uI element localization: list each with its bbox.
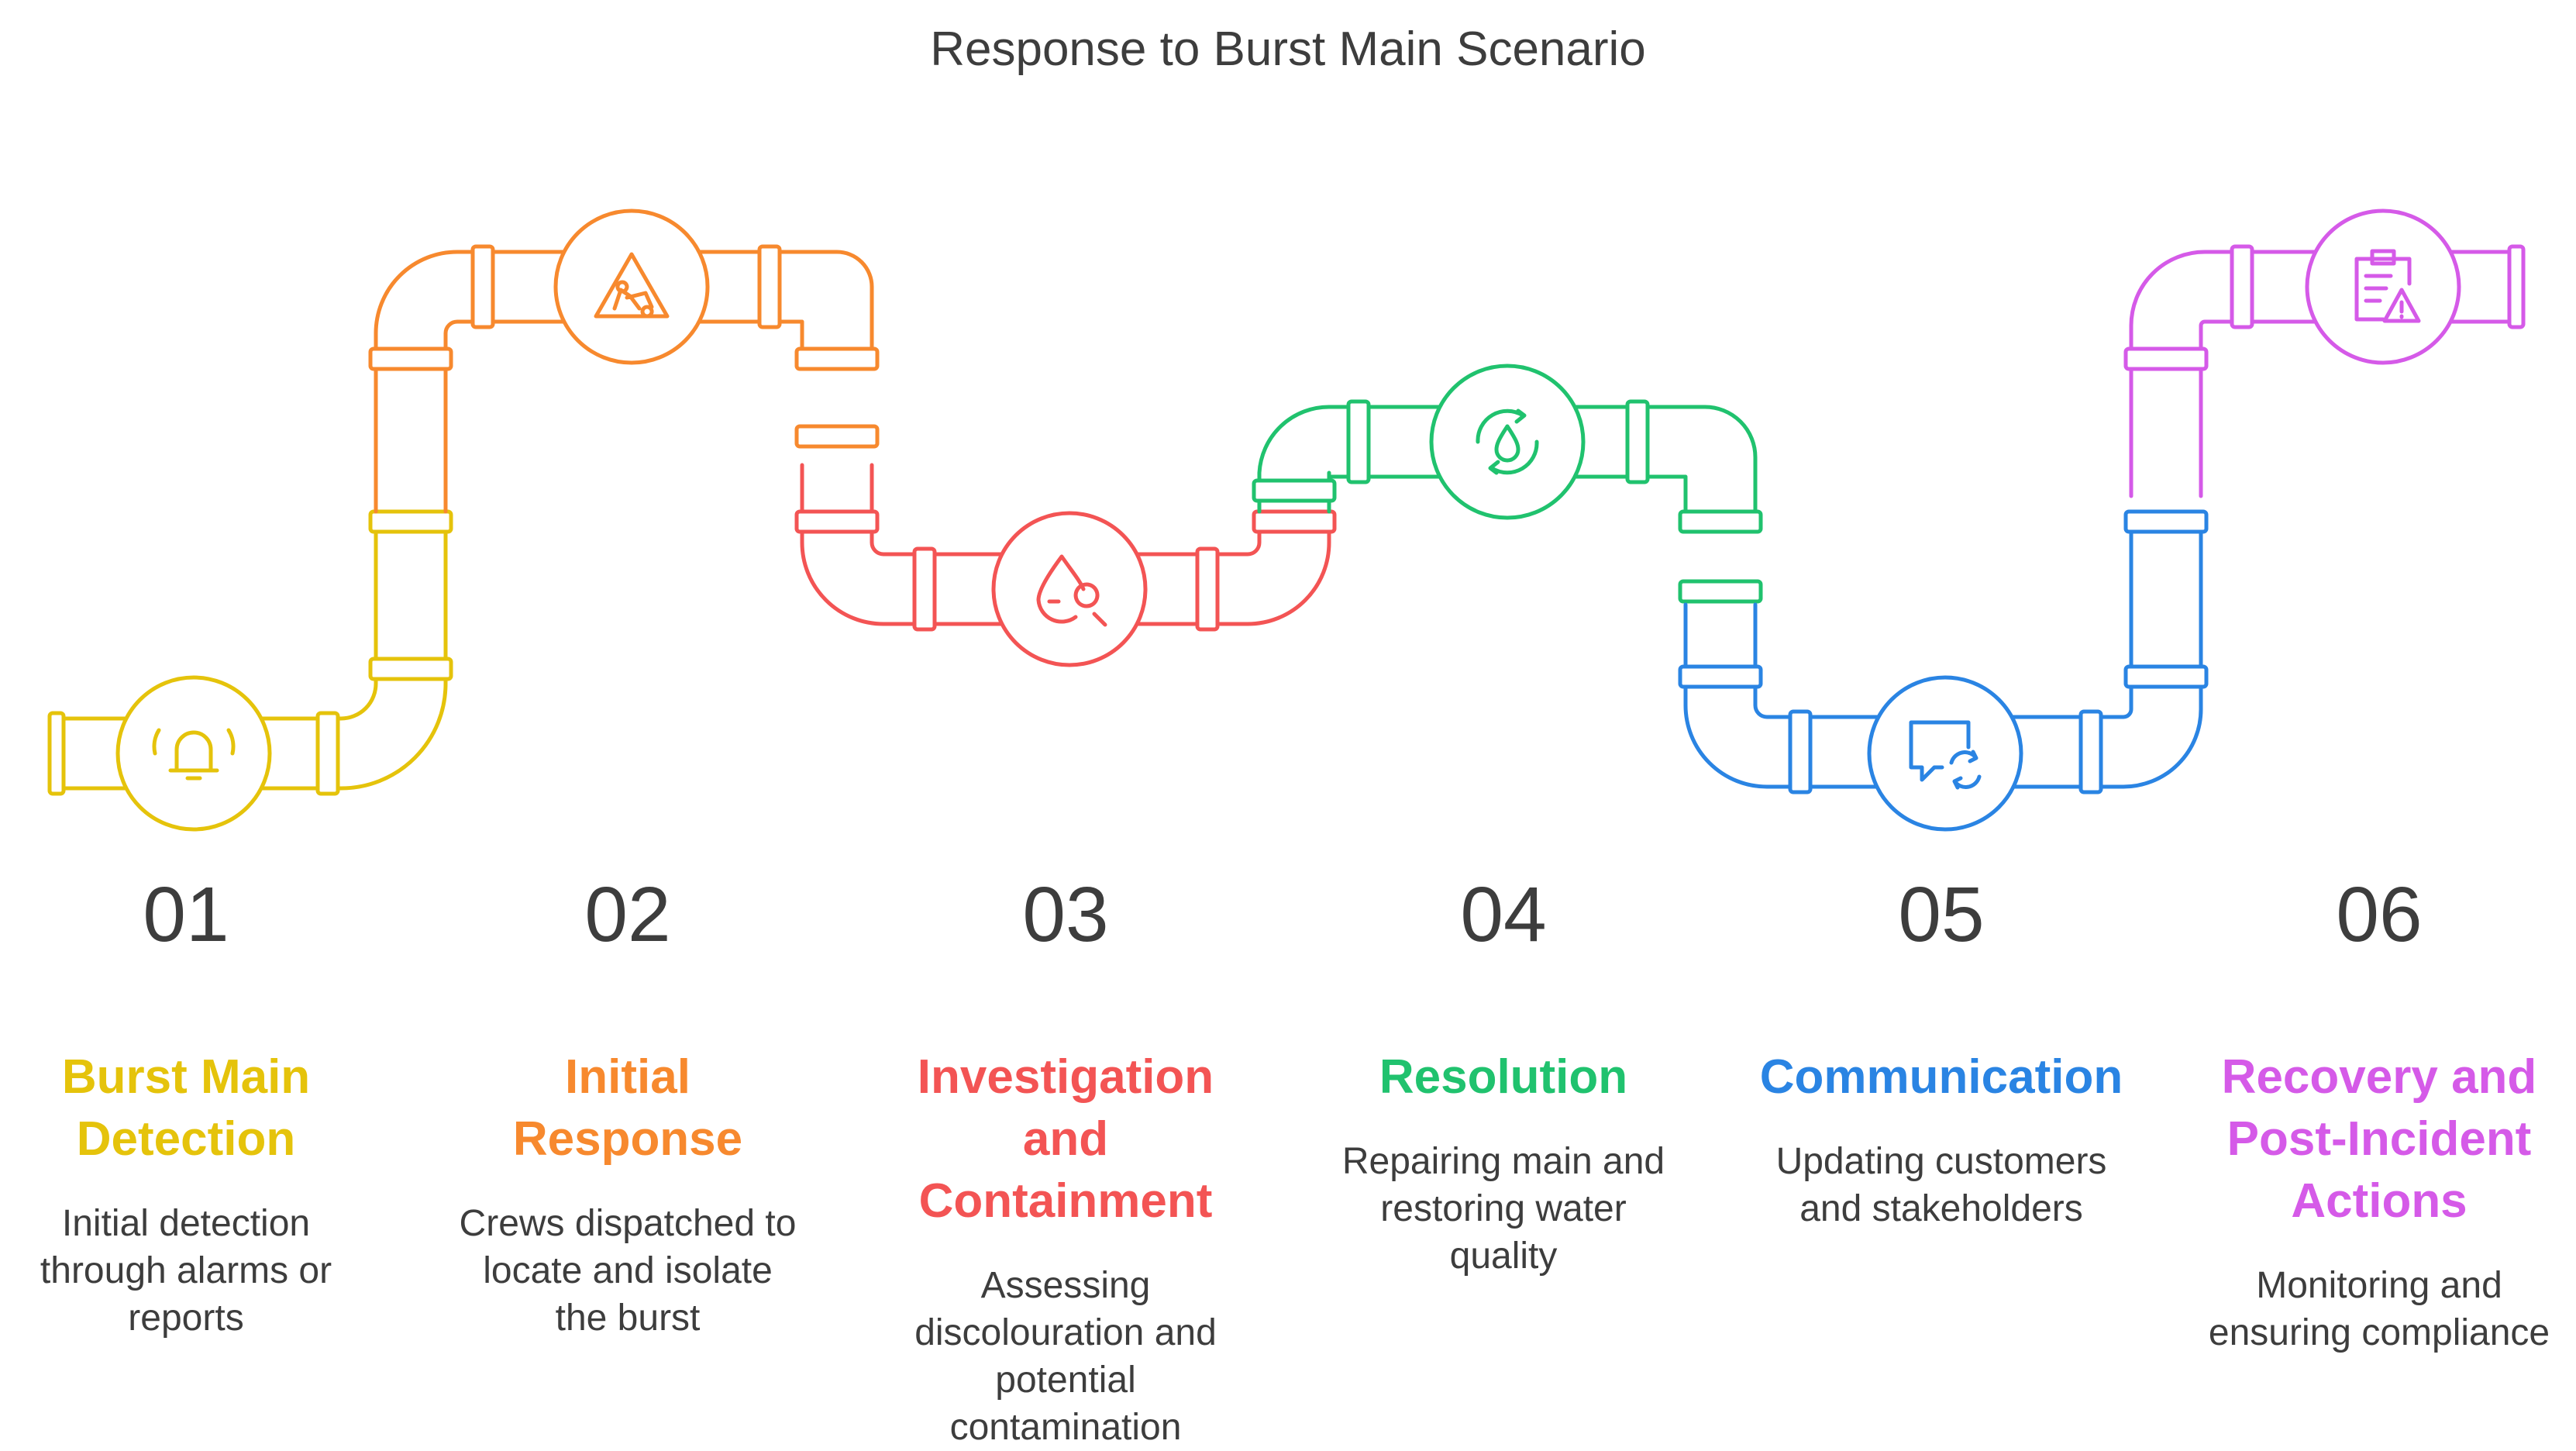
step-heading: Burst Main Detection bbox=[61, 1050, 311, 1166]
step-1: 01 Burst Main Detection Initial detectio… bbox=[0, 876, 387, 1342]
step-2: 02 Initial Response Crews dispatched to … bbox=[426, 876, 829, 1342]
step-number: 04 bbox=[1460, 871, 1547, 958]
step-3: 03 Investigation and Containment Assessi… bbox=[864, 876, 1267, 1451]
step-number: 05 bbox=[1898, 871, 1985, 958]
step-number: 01 bbox=[143, 871, 229, 958]
pipe-segment-6 bbox=[2123, 244, 2526, 498]
step-number: 02 bbox=[584, 871, 671, 958]
step-node-5 bbox=[1867, 675, 2023, 832]
step-6: 06 Recovery and Post-Incident Actions Mo… bbox=[2178, 876, 2576, 1356]
step-node-4 bbox=[1429, 364, 1586, 520]
step-description: Monitoring and ensuring compliance bbox=[2208, 1265, 2550, 1353]
pipe-segment-3 bbox=[794, 463, 1337, 632]
step-4: 04 Resolution Repairing main and restori… bbox=[1302, 876, 1705, 1280]
step-heading: Recovery and Post-Incident Actions bbox=[2221, 1050, 2537, 1228]
step-node-6 bbox=[2305, 209, 2461, 365]
clipboard-warning-icon bbox=[2354, 249, 2421, 323]
water-drop-search-icon bbox=[1036, 554, 1107, 627]
step-5: 05 Communication Updating customers and … bbox=[1740, 876, 2143, 1232]
pipe-segment-4 bbox=[1252, 399, 1763, 604]
pipeline-diagram bbox=[47, 209, 2526, 832]
step-heading: Resolution bbox=[1379, 1050, 1628, 1104]
step-number: 03 bbox=[1022, 871, 1109, 958]
step-description: Assessing discolouration and potential c… bbox=[914, 1265, 1217, 1448]
step-node-2 bbox=[553, 209, 710, 365]
pipe-segment-2 bbox=[368, 244, 880, 514]
step-node-1 bbox=[115, 675, 272, 832]
diagram-title: Response to Burst Main Scenario bbox=[930, 22, 1646, 76]
step-heading: Investigation and Containment bbox=[917, 1050, 1214, 1228]
step-number: 06 bbox=[2336, 871, 2423, 958]
step-description: Updating customers and stakeholders bbox=[1775, 1141, 2107, 1229]
step-description: Repairing main and restoring water quali… bbox=[1341, 1141, 1665, 1277]
road-work-warning-icon bbox=[594, 252, 670, 319]
pipe-segment-1 bbox=[47, 509, 453, 796]
step-description: Crews dispatched to locate and isolate t… bbox=[459, 1203, 797, 1339]
chat-refresh-icon bbox=[1909, 720, 1982, 790]
pipe-segment-5 bbox=[1678, 509, 2209, 794]
step-heading: Communication bbox=[1759, 1050, 2123, 1104]
step-heading: Initial Response bbox=[512, 1050, 743, 1166]
water-cycle-icon bbox=[1476, 408, 1539, 475]
step-node-3 bbox=[991, 511, 1148, 667]
step-description: Initial detection through alarms or repo… bbox=[40, 1203, 332, 1339]
bell-alarm-icon bbox=[152, 728, 236, 781]
